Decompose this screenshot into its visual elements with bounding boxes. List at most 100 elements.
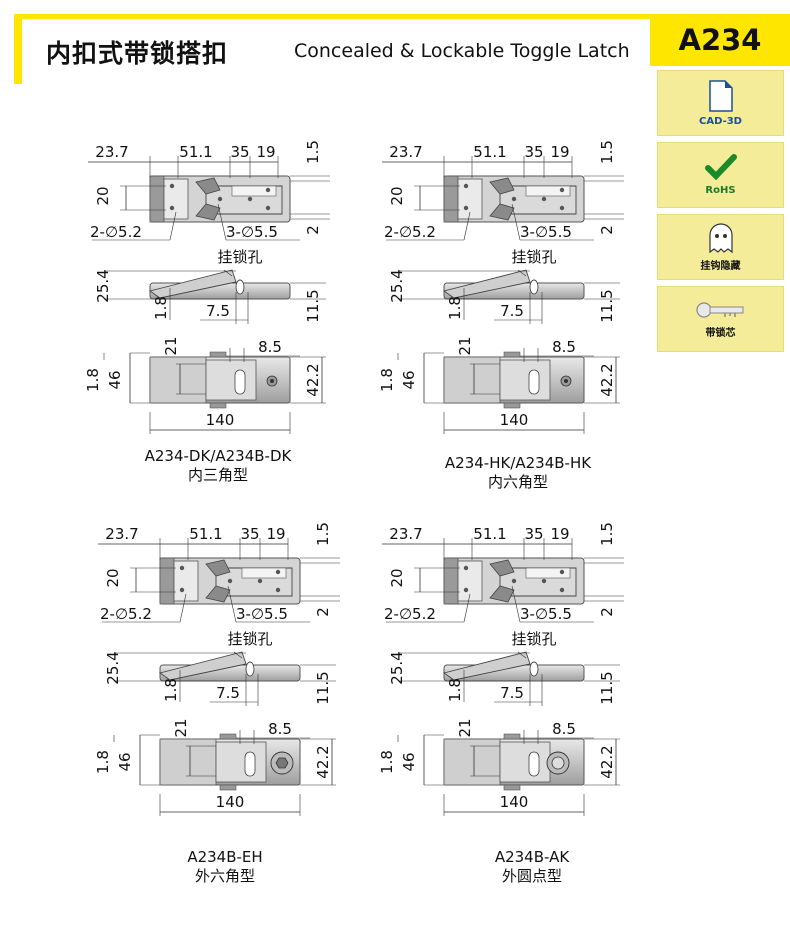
dimension-label: 2	[314, 607, 332, 617]
front-hook	[443, 738, 501, 786]
dimension-label: 140	[206, 411, 235, 429]
dimension-label: 11.5	[314, 671, 332, 704]
dimension-label: 1.5	[598, 522, 616, 546]
lock-core-label: 带锁芯	[705, 328, 736, 339]
front-lever	[215, 741, 267, 783]
hinge-clip	[489, 177, 515, 195]
dimension-label: 2-∅5.2	[100, 605, 152, 623]
rohs-badge: RoHS	[657, 142, 784, 208]
front-lever	[205, 359, 257, 401]
dimension-label: 1.8	[446, 296, 464, 320]
dimension-label: 3-∅5.5	[226, 223, 278, 241]
dimension-label: 25.4	[94, 269, 112, 302]
dimension-label: 1.5	[314, 522, 332, 546]
lever-slot	[528, 751, 540, 777]
dimension-line	[179, 593, 187, 623]
mounting-hole	[217, 196, 223, 202]
dimension-label: 19	[256, 143, 275, 161]
ghost-hidden-icon	[708, 223, 733, 254]
dimension-label: 21	[172, 718, 190, 737]
mounting-hole	[559, 205, 565, 211]
dimension-label: 8.5	[552, 720, 576, 738]
dimension-line	[511, 585, 521, 623]
dimension-label: 8.5	[258, 338, 282, 356]
mounting-hole	[179, 587, 185, 593]
dimension-label: 11.5	[304, 289, 322, 322]
front-hinge	[209, 351, 227, 358]
hinge-clip	[489, 585, 515, 603]
mounting-hole	[265, 187, 271, 193]
header-accent-bar	[14, 14, 650, 19]
dimension-line	[227, 585, 237, 623]
variant-type: 外六角型	[194, 867, 255, 885]
dimension-label: 46	[116, 752, 134, 771]
front-lever	[499, 359, 551, 401]
dimension-label: 51.1	[189, 525, 222, 543]
dimension-label: 2-∅5.2	[384, 605, 436, 623]
dimension-label: 21	[162, 336, 180, 355]
hinge-clip	[195, 177, 221, 195]
dimension-label: 挂锁孔	[511, 248, 556, 266]
dimension-label: 7.5	[206, 302, 230, 320]
dimension-label: 23.7	[95, 143, 128, 161]
dimension-label: 2	[598, 607, 616, 617]
side-lever	[158, 651, 247, 681]
variant-caption-3: A234B-EH 外六角型	[125, 848, 325, 886]
page-title-cn: 内扣式带锁搭扣	[46, 39, 229, 68]
mounting-hole	[541, 196, 547, 202]
dimension-line	[511, 203, 521, 241]
dimension-label: 21	[456, 718, 474, 737]
padlock-hole	[245, 661, 255, 677]
dimension-label: 23.7	[389, 525, 422, 543]
dimension-label: 25.4	[388, 651, 406, 684]
dimension-label: 20	[388, 568, 406, 587]
variant-type: 内六角型	[487, 473, 548, 491]
rohs-check-icon	[704, 154, 737, 181]
mounting-hole	[463, 565, 469, 571]
variant-type: 内三角型	[187, 466, 248, 484]
dimension-label: 140	[500, 793, 529, 811]
dimension-label: 35	[524, 525, 543, 543]
dimension-label: 46	[106, 370, 124, 389]
mounting-hole	[169, 205, 175, 211]
dimension-label: 19	[550, 143, 569, 161]
dimension-line	[217, 203, 227, 241]
front-hook	[443, 356, 501, 404]
dimension-label: 25.4	[104, 651, 122, 684]
dimension-label: 1.8	[446, 678, 464, 702]
dimension-label: 19	[266, 525, 285, 543]
dimension-label: 1.8	[162, 678, 180, 702]
mounting-hole	[257, 578, 263, 584]
lever-slot	[528, 369, 540, 395]
dimension-label: 51.1	[473, 525, 506, 543]
cad-3d-badge[interactable]: CAD-3D	[657, 70, 784, 136]
dimension-label: 2	[304, 225, 322, 235]
mounting-hole	[227, 578, 233, 584]
dimension-label: 7.5	[500, 302, 524, 320]
header-accent-side	[14, 14, 22, 84]
dimension-label: 23.7	[389, 143, 422, 161]
lever-slot	[234, 369, 246, 395]
slot	[525, 185, 571, 197]
mounting-hole	[511, 196, 517, 202]
dimension-label: 21	[456, 336, 474, 355]
mounting-hole	[169, 183, 175, 189]
lock-core-badge: 带锁芯	[657, 286, 784, 352]
dimension-label: 1.8	[152, 296, 170, 320]
padlock-hole	[529, 661, 539, 677]
dimension-label: 8.5	[552, 338, 576, 356]
dimension-label: 11.5	[598, 671, 616, 704]
variant-caption-2: A234-HK/A234B-HK 内六角型	[418, 454, 618, 492]
key-icon	[695, 302, 743, 318]
dimension-label: 19	[550, 525, 569, 543]
